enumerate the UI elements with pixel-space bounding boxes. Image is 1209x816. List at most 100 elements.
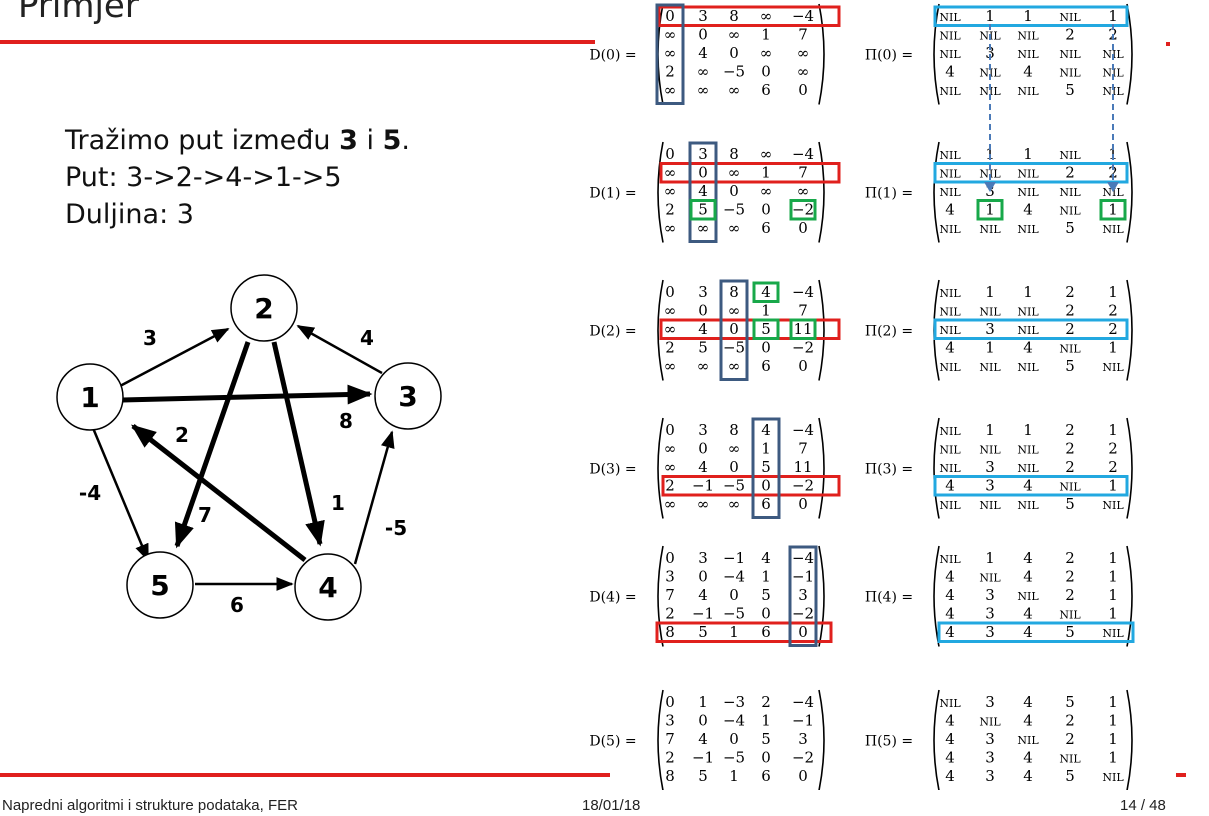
pi-cell: 1: [985, 339, 995, 357]
footer-course: Napredni algoritmi i strukture podataka,…: [2, 797, 298, 814]
pi-cell: NIL: [939, 361, 961, 374]
arrowhead-icon: [1107, 182, 1119, 192]
pi-cell: 2: [1065, 320, 1075, 338]
d-cell: 0: [761, 749, 771, 767]
pi-cell: NIL: [939, 324, 961, 337]
d-cell: ∞: [728, 219, 741, 237]
pi-cell: 3: [985, 44, 995, 62]
d-cell: −1: [692, 749, 714, 767]
d-cell: 0: [698, 568, 708, 586]
d-cell: −1: [692, 477, 714, 495]
d2-column-highlight: [719, 279, 749, 381]
d-cell: 4: [698, 182, 708, 200]
d-cell: −5: [723, 201, 745, 219]
pi-cell: 4: [1023, 605, 1033, 623]
pi-matrix-label-0: Π(0) =: [865, 47, 913, 63]
pi-cell: 4: [1023, 693, 1033, 711]
d-cell: 8: [729, 421, 739, 439]
pi-cell: NIL: [939, 85, 961, 98]
d-cell: ∞: [664, 320, 677, 338]
pi-cell: NIL: [1102, 223, 1124, 236]
d-cell: 4: [761, 549, 771, 567]
d-cell: −4: [792, 283, 814, 301]
pi2-row-highlight: [933, 318, 1129, 340]
d-cell: 5: [698, 339, 708, 357]
d-cell: ∞: [797, 182, 810, 200]
d-cell: 3: [698, 7, 708, 25]
edge-3-2: [296, 324, 383, 375]
d-cell: −3: [723, 693, 745, 711]
matrix-right-bracket: [1126, 417, 1133, 519]
weight-2-5: 7: [198, 503, 212, 527]
d-cell: ∞: [664, 81, 677, 99]
pi-cell: 5: [1065, 219, 1075, 237]
pi-matrix-label-2: Π(2) =: [865, 323, 913, 339]
d-cell: 0: [729, 182, 739, 200]
pi-cell: NIL: [979, 67, 1001, 80]
pi-cell: 1: [1108, 693, 1118, 711]
pi-cell: 4: [945, 730, 955, 748]
d-cell: 3: [698, 145, 708, 163]
d-cell: 6: [761, 767, 771, 785]
d-cell: 0: [665, 549, 675, 567]
d-matrix-label-2: D(2) =: [589, 323, 636, 339]
d-cell: 2: [665, 477, 675, 495]
d-cell: 1: [698, 693, 708, 711]
pi-cell: 4: [945, 712, 955, 730]
d2-changed-cell: [752, 318, 780, 340]
pi-cell: NIL: [939, 462, 961, 475]
svg-text:4: 4: [318, 571, 337, 604]
svg-text:1: 1: [80, 381, 99, 414]
d-cell: ∞: [664, 458, 677, 476]
d-cell: 4: [761, 283, 771, 301]
d-cell: 8: [729, 7, 739, 25]
d-cell: −5: [723, 477, 745, 495]
weight-2-4: 1: [331, 491, 345, 515]
pi-cell: 4: [1023, 63, 1033, 81]
pi-cell: NIL: [1017, 361, 1039, 374]
pi-cell: 1: [985, 283, 995, 301]
problem-line-1: Tražimo put između 3 i 5.: [65, 125, 410, 156]
d-cell: −4: [792, 693, 814, 711]
d-cell: −4: [792, 7, 814, 25]
d-cell: 7: [798, 26, 808, 44]
pi-cell: NIL: [939, 306, 961, 319]
matrix-right-bracket: [818, 141, 825, 243]
d-cell: 5: [698, 767, 708, 785]
pi-cell: 5: [1065, 357, 1075, 375]
d-cell: 7: [665, 586, 675, 604]
pi-cell: 4: [1023, 623, 1033, 641]
matrix-left-bracket: [933, 545, 940, 647]
d-cell: −1: [792, 712, 814, 730]
pi4-row-highlight: [937, 621, 1135, 643]
pi-cell: NIL: [1059, 11, 1081, 24]
pi-cell: NIL: [979, 572, 1001, 585]
pi-cell: 3: [985, 767, 995, 785]
pi-cell: 1: [1108, 477, 1118, 495]
pi-cell: 1: [1108, 586, 1118, 604]
matrix-left-bracket: [657, 689, 664, 790]
d-cell: 0: [665, 145, 675, 163]
d-cell: 0: [798, 623, 808, 641]
d-cell: 5: [698, 623, 708, 641]
d-cell: ∞: [728, 302, 741, 320]
pi-cell: 3: [985, 730, 995, 748]
d-cell: 3: [698, 283, 708, 301]
pi-cell: 3: [985, 458, 995, 476]
pi-matrix-label-3: Π(3) =: [865, 461, 913, 477]
pi-cell: NIL: [939, 149, 961, 162]
d-cell: 3: [665, 712, 675, 730]
pi-cell: 2: [1065, 302, 1075, 320]
d-cell: 0: [761, 63, 771, 81]
d-cell: 0: [698, 712, 708, 730]
d-cell: 0: [729, 730, 739, 748]
edge-1-2: [119, 327, 230, 388]
d-cell: 0: [665, 7, 675, 25]
pi-cell: 2: [1065, 440, 1075, 458]
d-cell: 0: [761, 339, 771, 357]
svg-text:3: 3: [398, 380, 417, 413]
d-cell: ∞: [728, 81, 741, 99]
pi-cell: NIL: [939, 186, 961, 199]
d-cell: 8: [729, 283, 739, 301]
